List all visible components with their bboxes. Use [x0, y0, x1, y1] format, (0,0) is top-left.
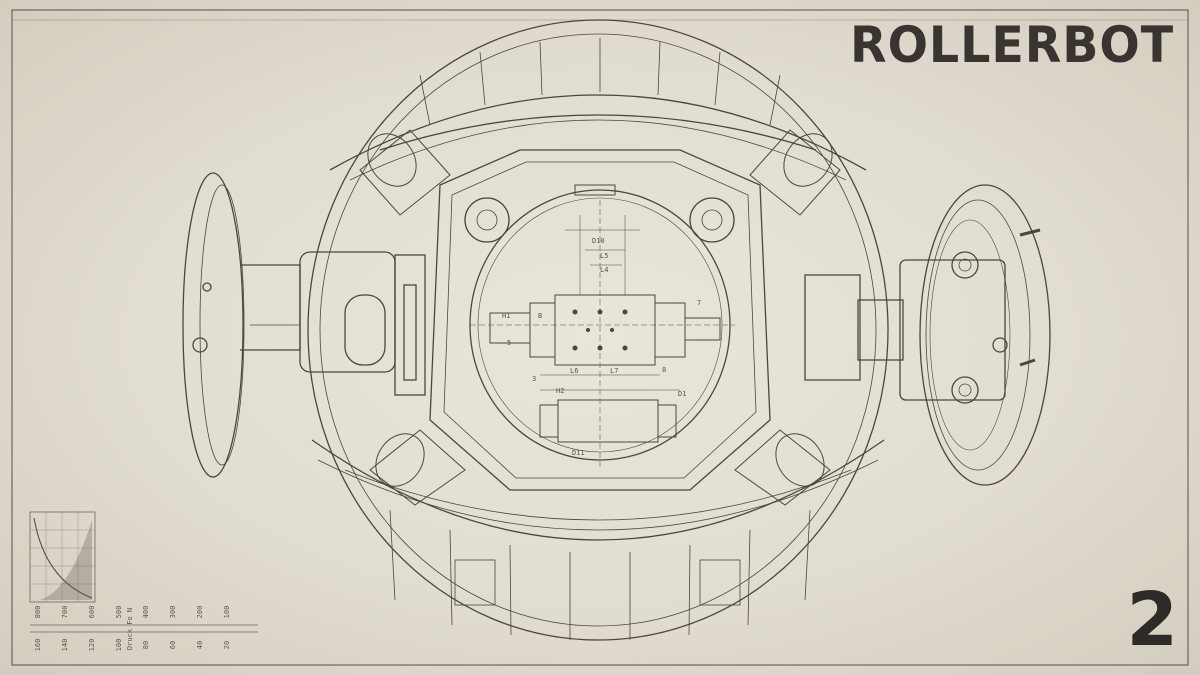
label-b: B — [538, 312, 542, 320]
sheet-number: 2 — [1126, 577, 1179, 663]
label-n8: 8 — [662, 366, 666, 374]
scale-lower-ticks: 160 140 120 100 80 60 40 20 — [34, 639, 231, 652]
label-d11: D11 — [572, 449, 585, 457]
scale-lower-tick-label: 20 — [223, 641, 231, 649]
right-wheel — [804, 184, 1051, 486]
outer-shell — [307, 19, 889, 641]
scale-upper-tick-label: 200 — [196, 606, 204, 619]
bottom-band — [311, 439, 885, 541]
label-l5: L5 — [600, 252, 608, 260]
top-panel-segments — [419, 38, 781, 126]
label-l4: L4 — [600, 266, 608, 274]
scale-axis-label: Druck Fo N — [126, 608, 134, 650]
dimension-labels: D10 L5 L4 H1 B L6 L7 D1 H2 D11 5 7 3 8 — [502, 237, 701, 457]
label-d1: D1 — [678, 390, 686, 398]
bottom-panel-segments — [389, 509, 811, 640]
robot-body — [307, 19, 889, 641]
outer-shell-inner — [319, 33, 877, 627]
scale-upper-tick-label: 300 — [169, 606, 177, 619]
bottom-band-edge — [344, 469, 852, 521]
top-ring — [329, 94, 867, 171]
scale-upper-tick-label: 700 — [61, 606, 69, 619]
label-l6: L6 — [570, 367, 578, 375]
performance-chart — [29, 511, 96, 603]
scale-upper-tick-label: 600 — [88, 606, 96, 619]
scale-upper-tick-label: 800 — [34, 606, 42, 619]
page-title: ROLLERBOT — [849, 16, 1174, 74]
inner-frame — [429, 149, 771, 491]
bearing-top-left — [464, 197, 510, 243]
top-ring-edge — [379, 114, 817, 151]
label-n3: 3 — [532, 375, 536, 383]
label-h2: H2 — [556, 387, 564, 395]
scale-lower-tick-label: 160 — [34, 639, 42, 652]
central-mechanism — [470, 184, 735, 470]
scale-lower-tick-label: 100 — [115, 639, 123, 652]
scale-lower-tick-label: 60 — [169, 641, 177, 649]
label-d10: D10 — [592, 237, 605, 245]
top-ring-inner — [349, 119, 847, 181]
scale-lower-tick-label: 40 — [196, 641, 204, 649]
sheet-border — [11, 9, 1189, 666]
scale-upper-tick-label: 500 — [115, 606, 123, 619]
bearing-top-right — [689, 197, 735, 243]
scale-lower-tick-label: 140 — [61, 639, 69, 652]
label-h1: H1 — [502, 312, 510, 320]
left-wheel — [182, 172, 426, 478]
scale-upper-ticks: 800 700 600 500 400 300 200 100 — [34, 606, 231, 619]
scale-lower-tick-label: 80 — [142, 641, 150, 649]
scale-upper-tick-label: 100 — [223, 606, 231, 619]
label-n7: 7 — [697, 299, 701, 307]
label-n5: 5 — [507, 339, 511, 347]
corner-motors — [359, 129, 841, 506]
scale-lower-tick-label: 120 — [88, 639, 96, 652]
inner-frame-inner — [443, 161, 757, 479]
label-l7: L7 — [610, 367, 618, 375]
scale-upper-tick-label: 400 — [142, 606, 150, 619]
